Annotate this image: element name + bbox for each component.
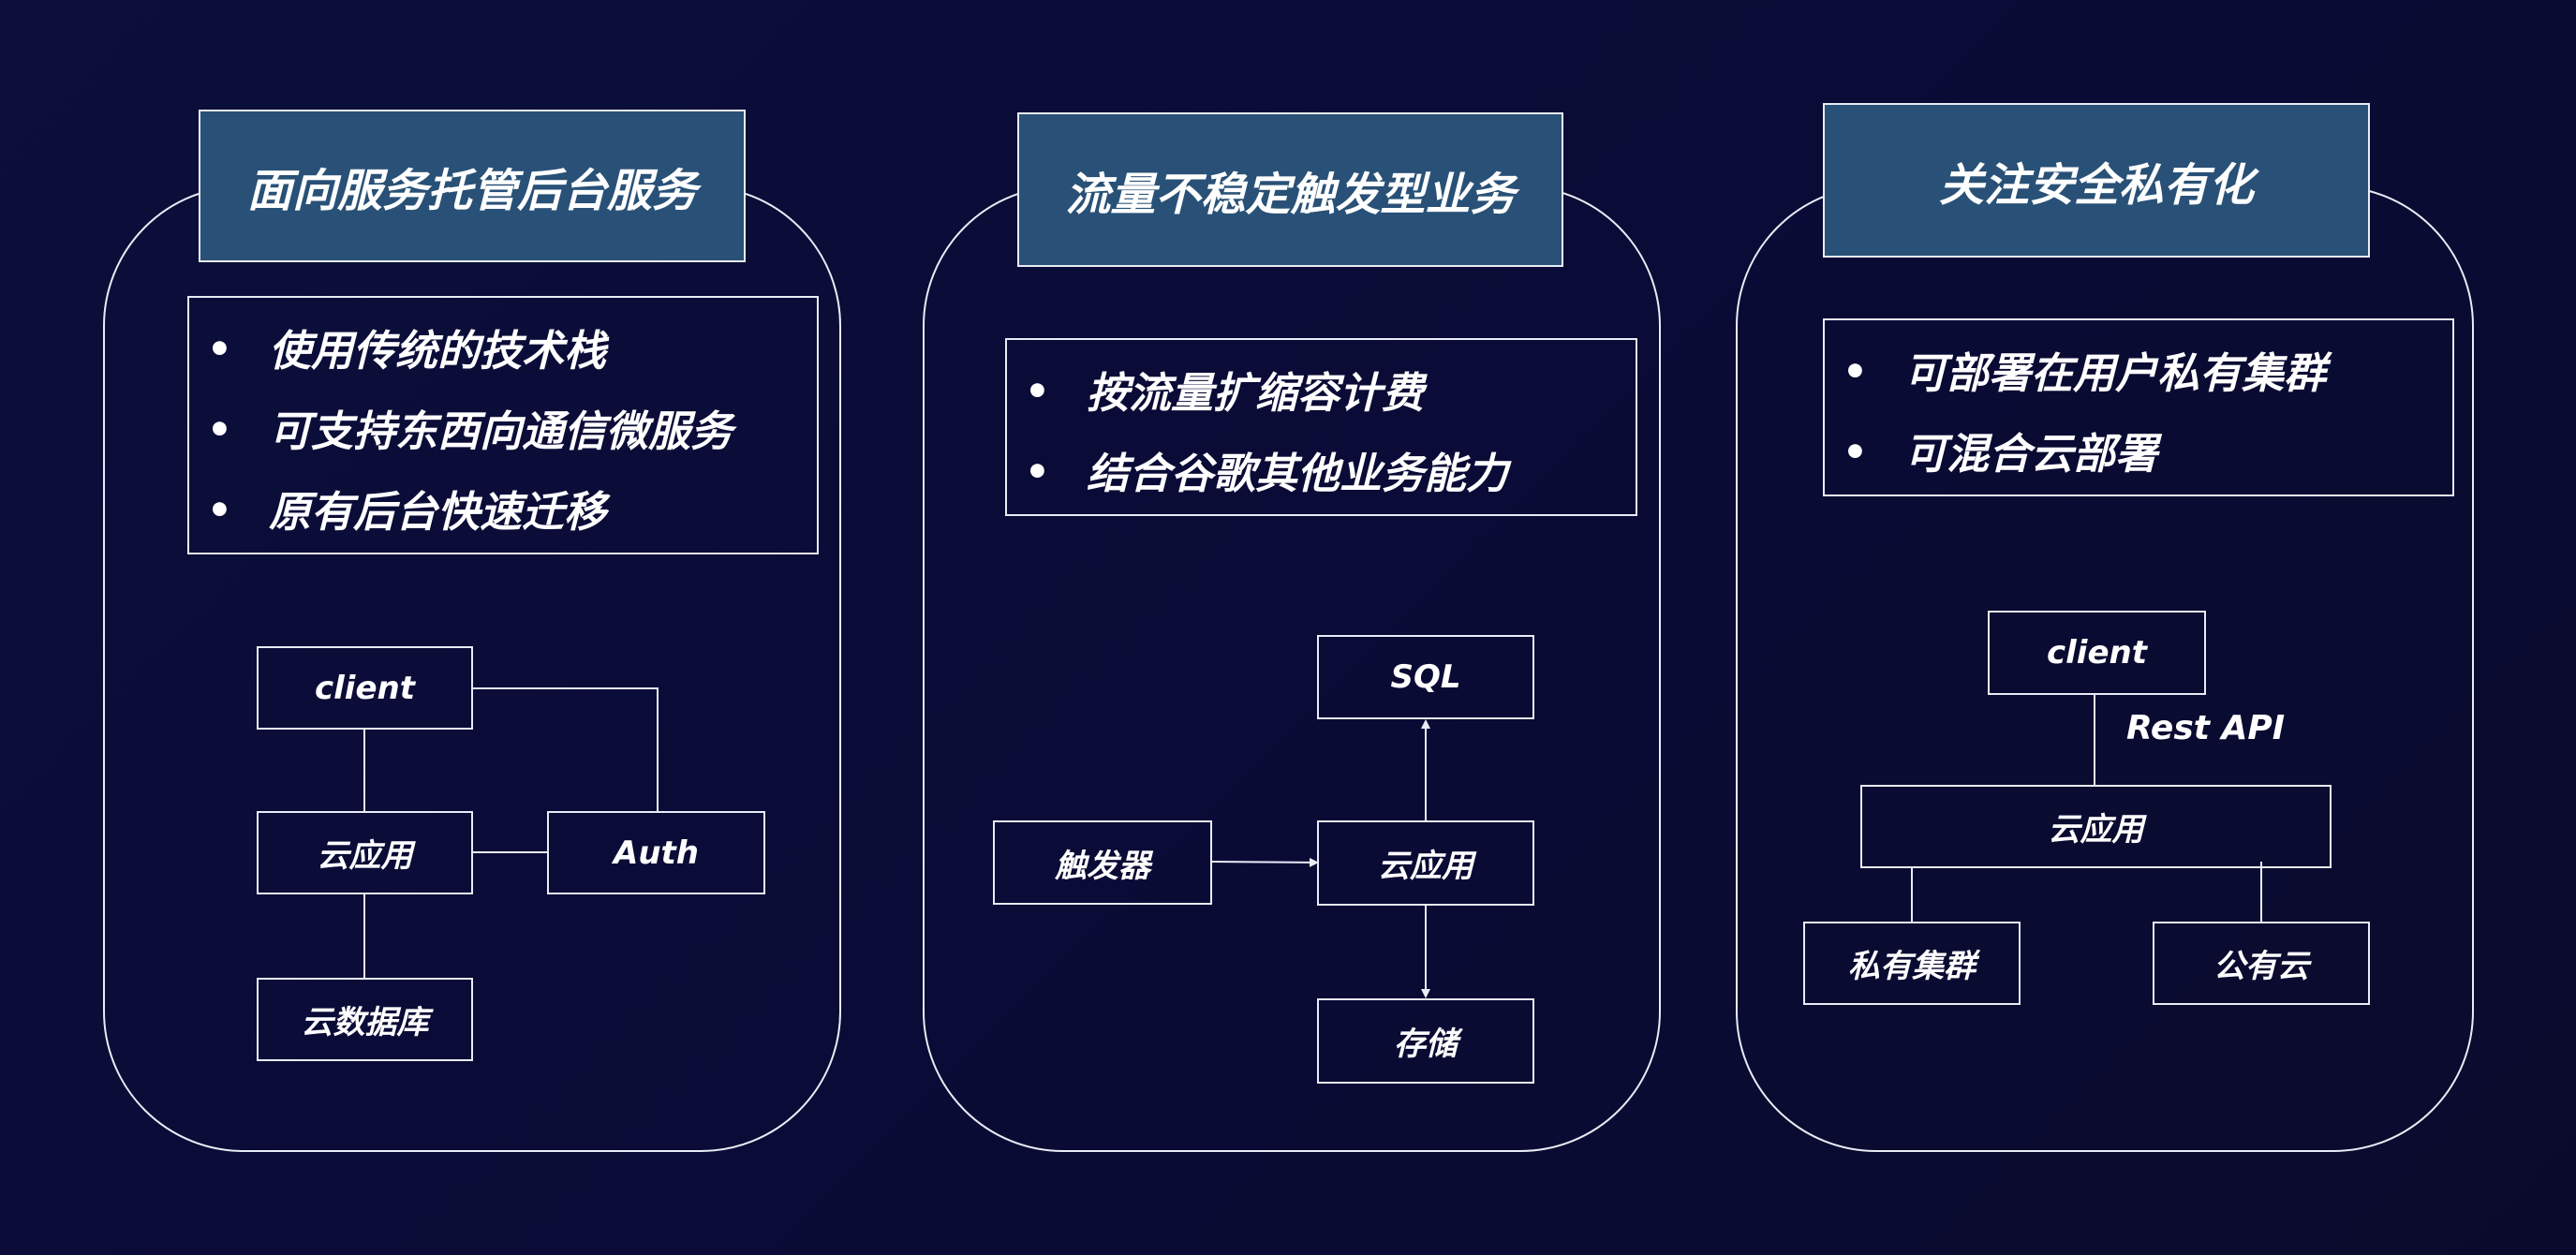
panel-2-bullet-list: 按流量扩缩容计费 结合谷歌其他业务能力	[1005, 338, 1637, 516]
edge-label-rest-api: Rest API	[2126, 709, 2286, 747]
panel-1-bullet-list: 使用传统的技术栈 可支持东西向通信微服务 原有后台快速迁移	[187, 296, 819, 554]
edge-client-auth	[472, 687, 659, 811]
node-client: client	[1988, 611, 2206, 695]
node-client: client	[257, 646, 473, 730]
panel-2-bullet: 结合谷歌其他业务能力	[1025, 452, 1508, 495]
node-cloud-app: 云应用	[257, 811, 473, 894]
node-trigger: 触发器	[993, 820, 1212, 905]
node-private-cluster: 私有集群	[1803, 922, 2021, 1005]
panel-3-bullet-list: 可部署在用户私有集群 可混合云部署	[1823, 318, 2454, 496]
panel-3-bullet: 可部署在用户私有集群	[1843, 352, 2326, 394]
node-storage: 存储	[1317, 998, 1534, 1084]
node-public-cloud: 公有云	[2153, 922, 2370, 1005]
node-cloud-app: 云应用	[1317, 820, 1534, 906]
panel-2-title: 流量不稳定触发型业务	[1017, 112, 1563, 267]
panel-2-bullet: 按流量扩缩容计费	[1025, 372, 1424, 414]
panel-3-title: 关注安全私有化	[1823, 103, 2370, 258]
edge-trigger-app	[1210, 857, 1319, 867]
panel-1-bullet: 可支持东西向通信微服务	[207, 410, 733, 452]
node-cloud-app: 云应用	[1860, 785, 2332, 868]
node-cloud-database: 云数据库	[257, 978, 473, 1061]
panel-1-bullet: 使用传统的技术栈	[207, 330, 606, 372]
panel-1-title: 面向服务托管后台服务	[199, 110, 746, 262]
panel-1-bullet: 原有后台快速迁移	[207, 491, 606, 533]
node-auth: Auth	[547, 811, 765, 894]
panel-3-bullet: 可混合云部署	[1843, 433, 2157, 475]
node-sql: SQL	[1317, 635, 1534, 719]
